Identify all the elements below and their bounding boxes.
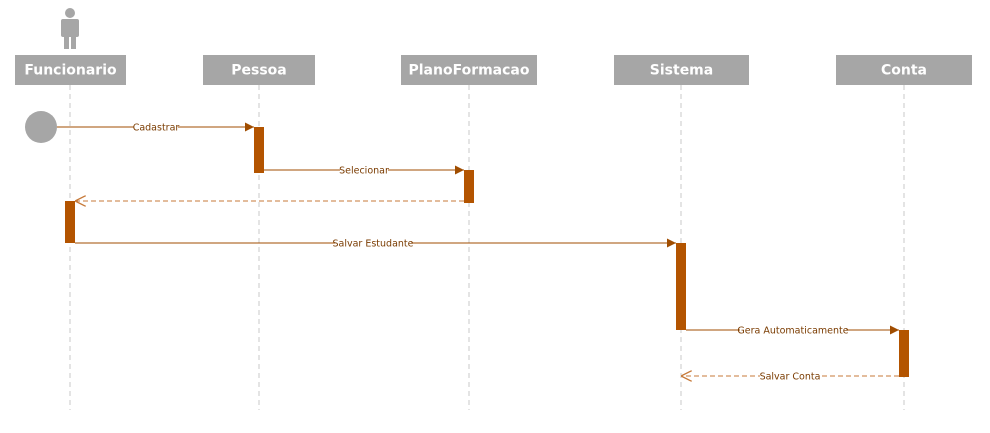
lifeline-pessoa-label: Pessoa [231, 63, 287, 79]
lifeline-conta-label: Conta [881, 63, 927, 79]
person-icon [61, 8, 79, 49]
lifeline-funcionario-label: Funcionario [24, 63, 117, 79]
message-cadastrar[interactable]: Cadastrar [57, 121, 254, 134]
lifeline-sistema-label: Sistema [650, 63, 713, 79]
message-salvar-conta[interactable]: Salvar Conta [681, 370, 899, 383]
message-cadastrar-label: Cadastrar [133, 123, 180, 134]
lifeline-planoformacao-label: PlanoFormacao [408, 63, 529, 79]
activation-funcionario [65, 201, 75, 243]
activation-planoformacao [464, 170, 474, 203]
activation-conta [899, 330, 909, 377]
lifeline-planoformacao[interactable]: PlanoFormacao [401, 55, 537, 85]
message-selecionar-label: Selecionar [339, 166, 389, 177]
lifeline-sistema[interactable]: Sistema [614, 55, 749, 85]
message-gera-automaticamente-label: Gera Automaticamente [737, 326, 848, 337]
message-gera-automaticamente[interactable]: Gera Automaticamente [686, 324, 899, 337]
message-salvar-conta-label: Salvar Conta [760, 372, 821, 383]
message-salvar-estudante-label: Salvar Estudante [332, 239, 413, 250]
activation-sistema [676, 243, 686, 330]
initial-node [25, 111, 57, 143]
lifeline-funcionario[interactable]: Funcionario [15, 55, 126, 85]
lifeline-conta[interactable]: Conta [836, 55, 972, 85]
activation-pessoa [254, 127, 264, 173]
message-selecionar[interactable]: Selecionar [264, 164, 464, 177]
message-salvar-estudante[interactable]: Salvar Estudante [75, 237, 676, 250]
lifeline-pessoa[interactable]: Pessoa [203, 55, 315, 85]
